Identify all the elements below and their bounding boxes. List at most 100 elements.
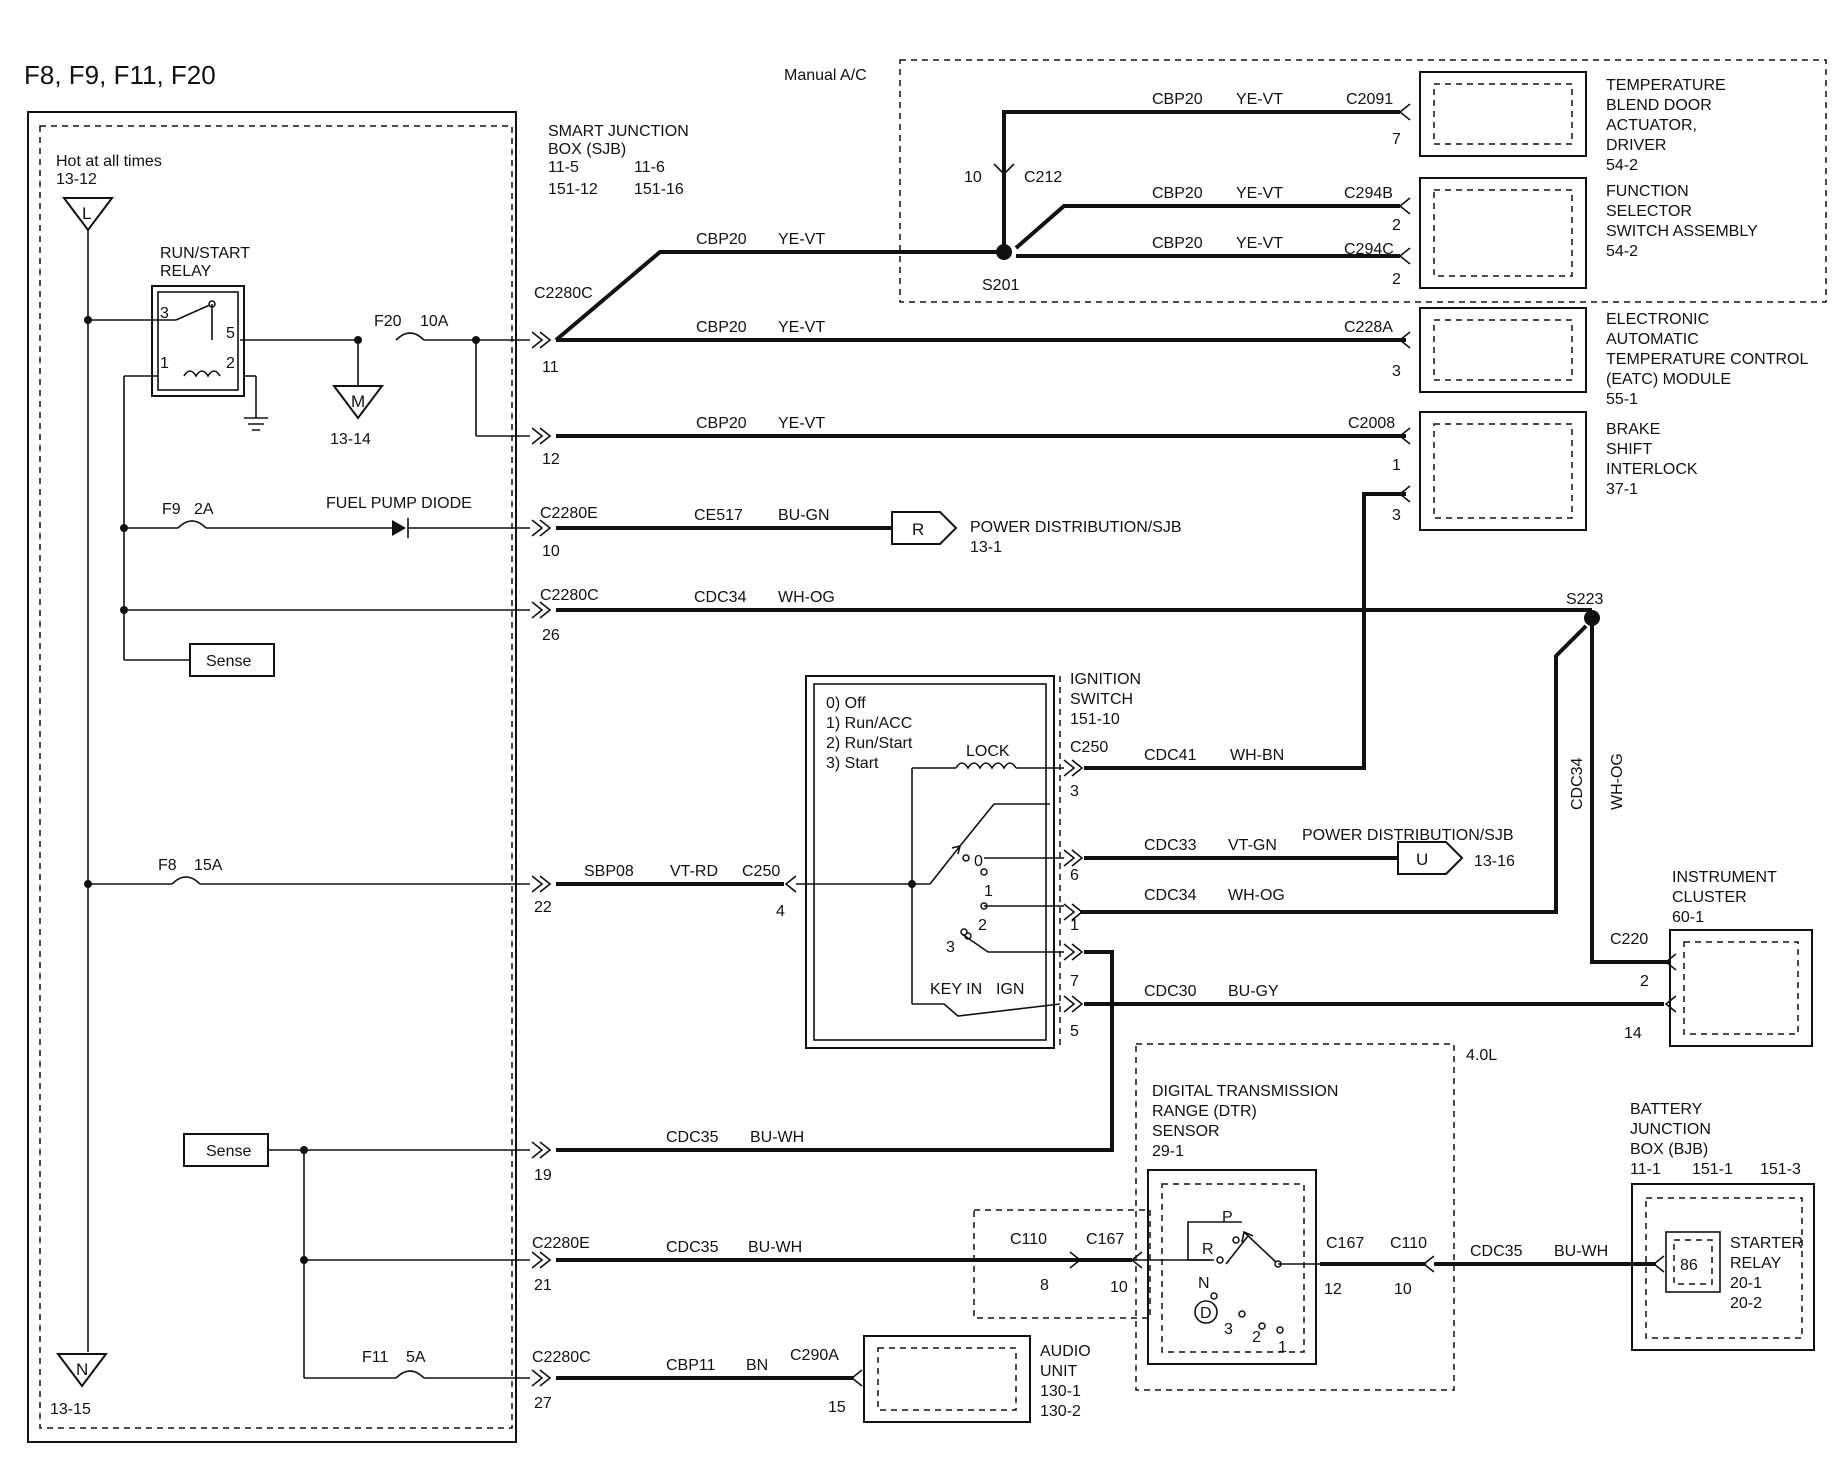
fuse-f11-amps: 5A (406, 1349, 426, 1366)
junction-dot (908, 880, 916, 888)
fuse-f20-label: F20 (374, 313, 402, 330)
hot-ref-label: 13-12 (56, 171, 97, 188)
ignition-switch-inner (813, 683, 1047, 1041)
ignition-link-wire-2 (959, 803, 995, 847)
run-start-relay-box (151, 285, 245, 397)
c212-arrow-icon (993, 163, 1015, 176)
wire-w9-color: WH-BN (1230, 747, 1284, 764)
sjb-ref-11-6: 11-6 (634, 159, 665, 176)
starter-relay-name-1: STARTER (1730, 1235, 1803, 1252)
wire-cdc34-cluster (1590, 618, 1670, 964)
wire-w15-color: BU-WH (748, 1239, 802, 1256)
sjb-outer-frame (27, 111, 517, 1443)
connector-m-label: M (351, 392, 365, 411)
engine-4-0l-label: 4.0L (1466, 1047, 1497, 1064)
dtr-contact-icon (1216, 1256, 1224, 1264)
ignition-c250-in: C250 (742, 863, 780, 880)
pin-arrow-icon (1422, 1255, 1435, 1273)
contact-3-icon (960, 928, 968, 936)
wire-w11-circuit: CDC33 (1144, 837, 1197, 854)
key-in-switch-icon (912, 1003, 1061, 1017)
func-sel-name-3: SWITCH ASSEMBLY (1606, 223, 1758, 240)
relay-pin-5: 5 (226, 325, 235, 342)
temp-blend-pin: 7 (1392, 131, 1401, 148)
connector-l-icon (62, 197, 114, 232)
sjb-conn-c2280e-2: C2280E (532, 1235, 590, 1252)
eatc-ref: 55-1 (1606, 391, 1638, 408)
audio-ref-2: 130-2 (1040, 1403, 1081, 1420)
eatc-box (1419, 307, 1587, 393)
pin-arrow-icon (1130, 1251, 1143, 1269)
wire-cdc35-riser (556, 950, 1114, 1152)
wire-w5-color: YE-VT (1236, 185, 1283, 202)
ignition-contact-0: 0 (974, 853, 983, 870)
bjb-ref-151-3: 151-3 (1760, 1161, 1801, 1178)
relay-contact-arm (175, 303, 213, 321)
brake-ref: 37-1 (1606, 481, 1638, 498)
brake-pin-1: 1 (1392, 457, 1401, 474)
engine-4-0l-frame (1135, 1043, 1455, 1391)
relay-label-2: RELAY (160, 263, 212, 280)
dtr-d-circle-icon (1194, 1300, 1218, 1324)
connector-u-icon (1397, 841, 1464, 875)
starter-relay-outer (1665, 1231, 1721, 1293)
audio-pin: 15 (828, 1399, 846, 1416)
temp-blend-name-4: DRIVER (1606, 137, 1666, 154)
contact-0-icon (962, 854, 970, 862)
ignition-wiper-arm (929, 845, 961, 885)
dtr-pos-r: R (1202, 1241, 1214, 1258)
starter-relay-name-2: RELAY (1730, 1255, 1782, 1272)
dtr-contact-icon (1276, 1326, 1284, 1334)
audio-unit-box (863, 1335, 1031, 1423)
cluster-pin-14: 14 (1624, 1025, 1642, 1042)
wire-w6-circuit: CBP20 (1152, 235, 1203, 252)
pin-arrow-icon (1664, 953, 1677, 971)
wire-w13-circuit: CDC30 (1144, 983, 1197, 1000)
wire-w8-circuit: CDC34 (694, 589, 747, 606)
wire-w3-circuit: CBP20 (696, 415, 747, 432)
contact-icon (980, 868, 988, 876)
wire-cbp20-temp-blend (1002, 110, 1400, 252)
cluster-pin-2: 2 (1640, 973, 1649, 990)
ignition-name-2: SWITCH (1070, 691, 1133, 708)
dtr-arrow-icon (1241, 1230, 1254, 1243)
ignition-pos-3: 3) Start (826, 755, 879, 772)
starter-relay-ref-1: 20-1 (1730, 1275, 1762, 1292)
manual-ac-label: Manual A/C (784, 67, 867, 84)
sjb-pin-26: 26 (542, 627, 560, 644)
cluster-ref: 60-1 (1672, 909, 1704, 926)
splice-s223-label: S223 (1566, 591, 1603, 608)
pin-arrow-icon (531, 601, 552, 619)
lock-coil-icon (955, 762, 1017, 770)
wire-vert-circuit: CDC34 (1569, 757, 1586, 810)
bjb-ref-11-1: 11-1 (1630, 1161, 1661, 1178)
dtr-pos-p: P (1222, 1209, 1233, 1226)
connector-n-icon (56, 1353, 108, 1388)
audio-unit-inner (877, 1347, 1017, 1411)
sjb-ref-11-5: 11-5 (548, 159, 579, 176)
bjb-box (1631, 1183, 1815, 1351)
fuse-f8-label: F8 (158, 857, 177, 874)
sense-top-label: Sense (206, 653, 251, 670)
wire-w4-color: YE-VT (1236, 91, 1283, 108)
ignition-contact-3: 3 (946, 939, 955, 956)
power-dist-u-name: POWER DISTRIBUTION/SJB (1302, 827, 1514, 844)
connector-n-label: N (76, 1360, 88, 1379)
cluster-name-2: CLUSTER (1672, 889, 1747, 906)
ignition-ref: 151-10 (1070, 711, 1120, 728)
temp-blend-connector: C2091 (1346, 91, 1393, 108)
func-sel-pin-c: 2 (1392, 271, 1401, 288)
connector-l-label: L (82, 204, 91, 223)
temp-blend-inner (1433, 83, 1573, 145)
ignition-name-1: IGNITION (1070, 671, 1141, 688)
eatc-name-1: ELECTRONIC (1606, 311, 1709, 328)
instrument-cluster-inner (1683, 941, 1799, 1035)
brake-name-1: BRAKE (1606, 421, 1660, 438)
diagram-title: F8, F9, F11, F20 (24, 60, 216, 90)
dtr-wiper-arm (1243, 1231, 1279, 1265)
ignition-pin-5: 5 (1070, 1023, 1079, 1040)
wire-w5-circuit: CBP20 (1152, 185, 1203, 202)
c212-pin: 10 (964, 169, 982, 186)
temp-blend-name-1: TEMPERATURE (1606, 77, 1726, 94)
dtr-contact-icon (1210, 1292, 1218, 1300)
